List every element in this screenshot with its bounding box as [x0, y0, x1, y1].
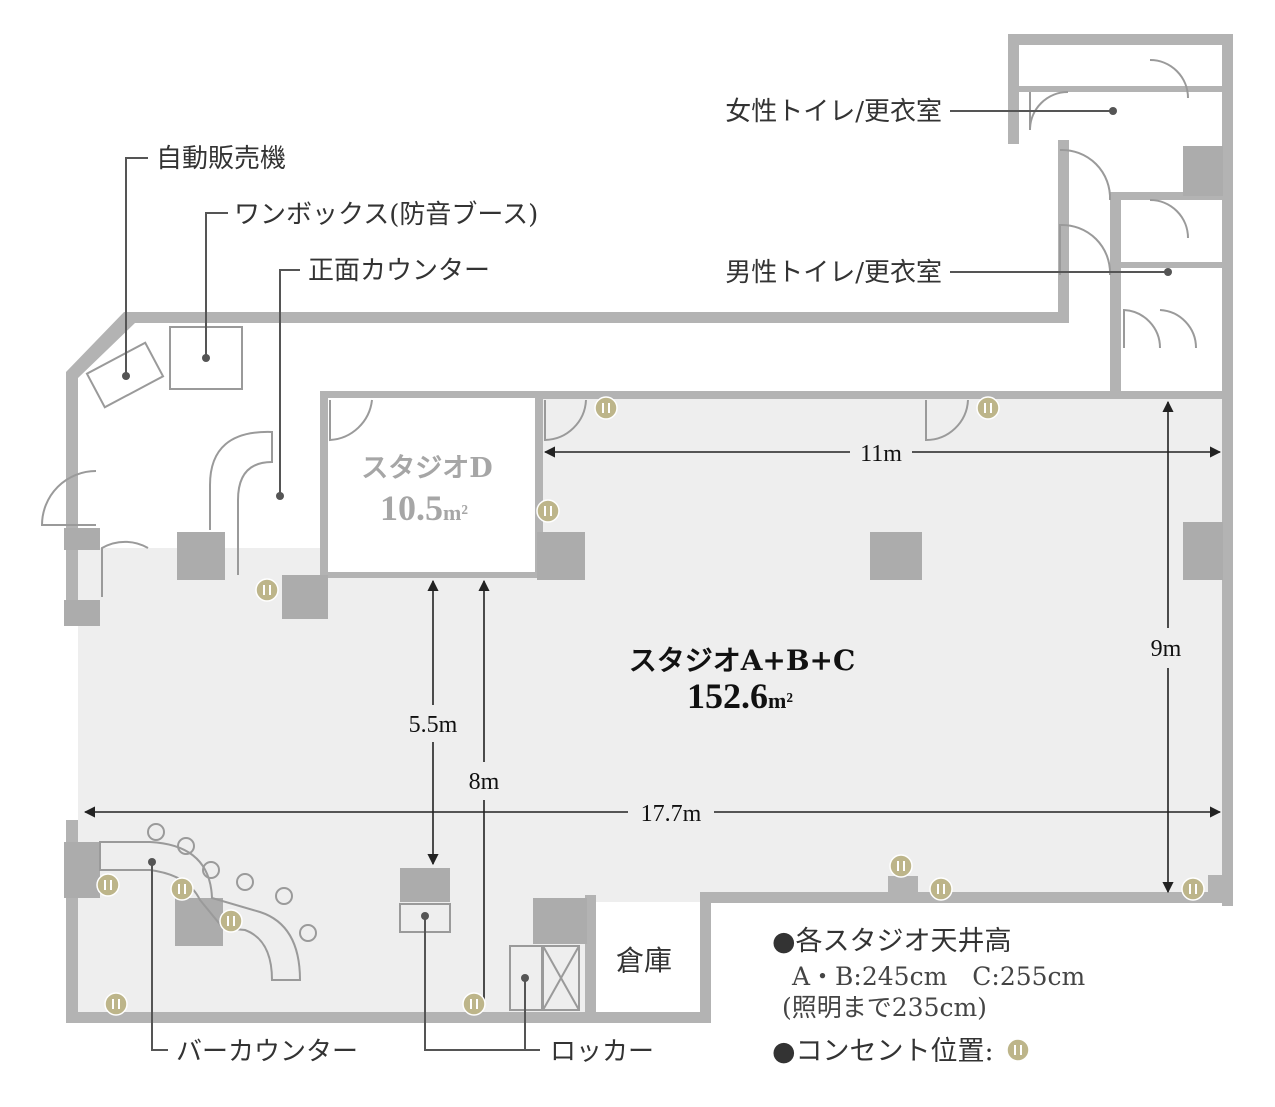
studio-main-area-value: 152.6 — [687, 676, 768, 716]
studio-d-area: 10.5m² — [380, 488, 468, 528]
studio-main-area-unit: m² — [768, 688, 793, 713]
outlets — [96, 396, 1205, 1062]
studio-d: スタジオD 10.5m² — [361, 453, 492, 528]
ceiling-lighting: (照明まで235cm) — [782, 993, 987, 1022]
label-womens-restroom: 女性トイレ/更衣室 — [725, 97, 942, 127]
leader-lines — [122, 107, 1172, 1051]
vending-machine-shape — [85, 341, 165, 409]
dimension-lines — [83, 400, 1222, 1000]
label-front-counter: 正面カウンター — [308, 256, 490, 286]
outlet-icon — [594, 396, 618, 420]
studio-main-name: スタジオA+B+C — [629, 644, 856, 677]
outlet-icon — [536, 499, 560, 523]
dim-8m: 8m — [469, 769, 500, 795]
outlet-icon — [96, 873, 120, 897]
studio-main: スタジオA+B+C 152.6m² — [629, 644, 856, 716]
outlet-legend-icon — [1006, 1038, 1030, 1062]
storage-shelf — [542, 945, 580, 1011]
pillars — [64, 522, 1223, 946]
studio-d-area-value: 10.5 — [380, 488, 443, 528]
outlet-icon — [889, 854, 913, 878]
outlet-icon — [170, 877, 194, 901]
outlet-icon — [929, 877, 953, 901]
outlet-icon — [219, 909, 243, 933]
studio-d-area-unit: m² — [443, 500, 468, 525]
floor-area — [78, 398, 1222, 1015]
outlet-icon — [976, 396, 1000, 420]
outlet-legend: ●コンセント位置: — [772, 1036, 994, 1067]
dim-17-7m: 17.7m — [641, 801, 702, 827]
dim-9m: 9m — [1151, 636, 1182, 662]
dim-5-5m: 5.5m — [409, 712, 458, 738]
ceiling-ab-c: A・B:245cm C:255cm — [791, 962, 1086, 991]
storage-room — [596, 904, 700, 1012]
label-storage: 倉庫 — [616, 944, 672, 977]
label-one-box: ワンボックス(防音ブース) — [234, 200, 538, 230]
outlet-icon — [462, 992, 486, 1016]
notes: ●各スタジオ天井高 A・B:245cm C:255cm (照明まで235cm) … — [772, 926, 1086, 1067]
label-vending-machine: 自動販売機 — [156, 144, 286, 174]
dim-11m: 11m — [860, 441, 902, 467]
label-locker: ロッカー — [550, 1037, 654, 1067]
labels: 自動販売機 ワンボックス(防音ブース) 正面カウンター 女性トイレ/更衣室 男性… — [156, 97, 942, 1067]
outlet-icon — [1181, 877, 1205, 901]
front-counter-shape — [209, 430, 273, 575]
outlet-icon — [255, 578, 279, 602]
label-bar-counter: バーカウンター — [176, 1037, 358, 1067]
outlet-icon — [104, 992, 128, 1016]
walls — [66, 34, 1233, 1023]
bar-stools — [147, 823, 317, 942]
ceiling-title: ●各スタジオ天井高 — [772, 926, 1012, 957]
label-mens-restroom: 男性トイレ/更衣室 — [725, 258, 942, 288]
doors — [40, 59, 1198, 597]
locker-top — [400, 868, 450, 902]
studio-main-area: 152.6m² — [687, 676, 793, 716]
fixtures — [85, 326, 700, 1012]
dimension-labels: 11m 17.7m 9m 5.5m 8m — [409, 441, 1182, 827]
studio-d-name: スタジオD — [361, 453, 492, 484]
